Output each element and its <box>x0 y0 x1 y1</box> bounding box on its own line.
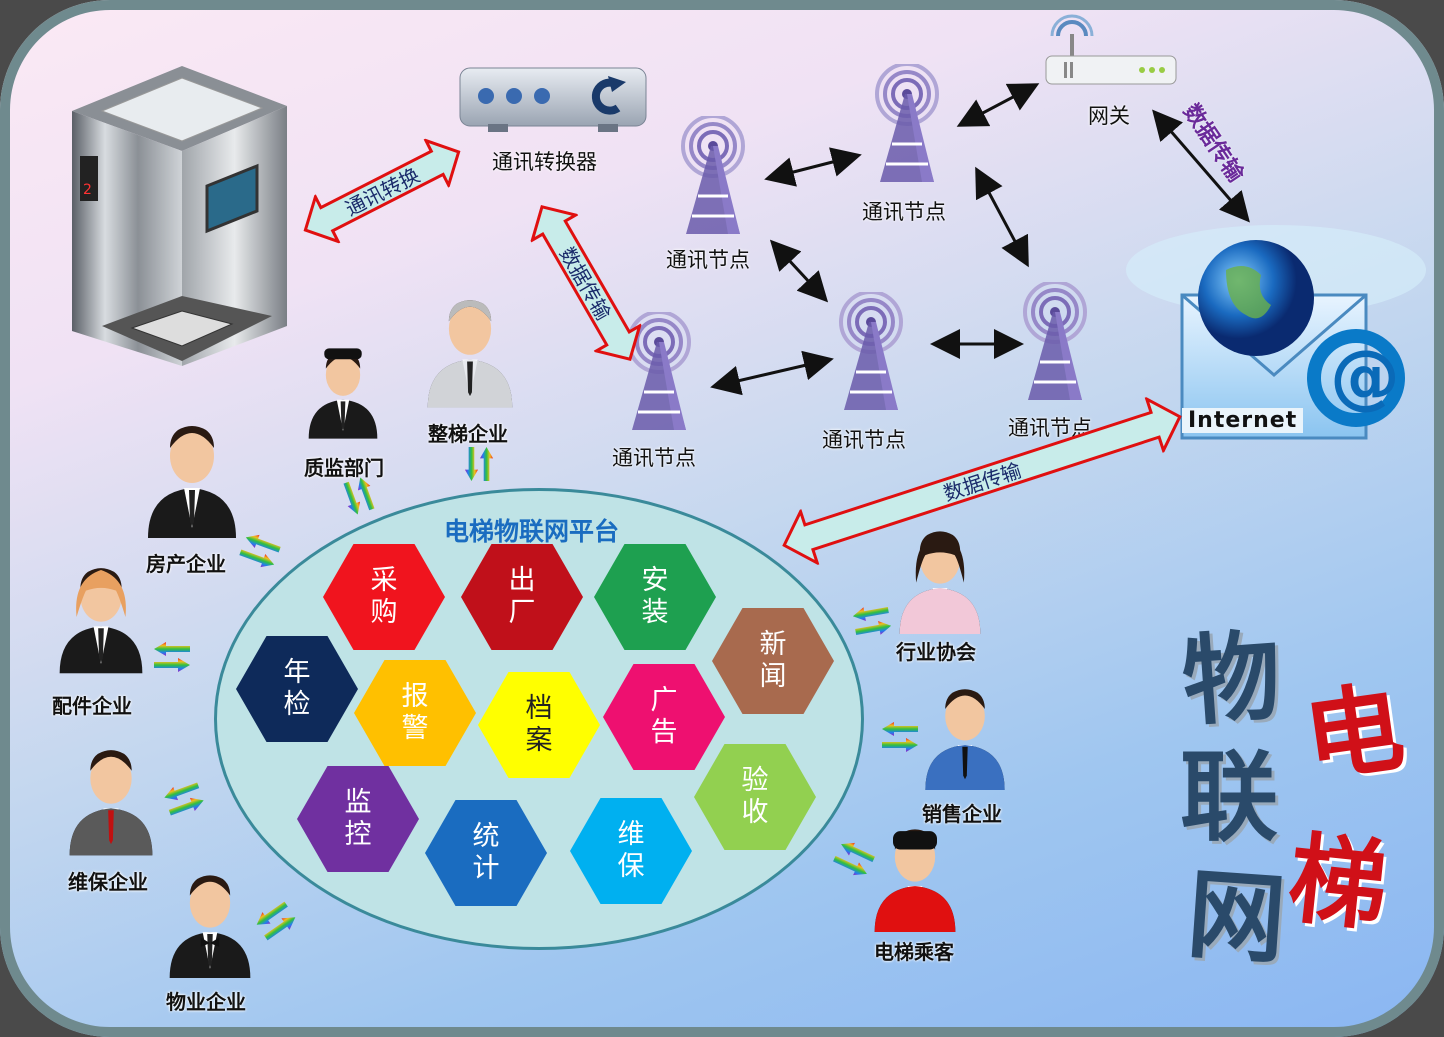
brand-char: 电 <box>1297 669 1411 798</box>
module-hex: 采购 <box>323 544 445 650</box>
gateway-label: 网关 <box>1088 104 1130 128</box>
converter-label: 通讯转换器 <box>492 150 597 174</box>
module-hex: 监控 <box>297 766 419 872</box>
parts-company-avatar <box>54 560 148 674</box>
exchange-arrow-icon <box>849 601 894 641</box>
node-label: 通讯节点 <box>822 428 906 452</box>
converter-icon <box>459 67 647 132</box>
comm-convert-arrow: 通讯转换 <box>291 127 472 255</box>
internet-globe-icon: @ <box>1126 225 1426 440</box>
node-label: 通讯节点 <box>612 446 696 470</box>
svg-text:@: @ <box>1330 335 1400 417</box>
brand-char: 联 <box>1180 740 1279 855</box>
real-estate-avatar <box>142 418 242 538</box>
data-transfer-arrow: 数据传输 <box>773 389 1190 574</box>
stakeholder-label: 行业协会 <box>896 640 976 664</box>
stakeholder-label: 整梯企业 <box>428 422 508 446</box>
stakeholder-label: 电梯乘客 <box>874 940 954 964</box>
sales-avatar <box>925 682 1005 790</box>
maintenance-avatar <box>69 742 153 856</box>
property-avatar <box>164 868 256 978</box>
stakeholder-label: 销售企业 <box>922 802 1002 826</box>
brand-char: 梯 <box>1283 821 1393 946</box>
stakeholder-label: 物业企业 <box>166 990 246 1014</box>
association-avatar <box>899 524 981 634</box>
brand-char: 网 <box>1183 856 1290 979</box>
stakeholder-label: 配件企业 <box>52 694 132 718</box>
quality-dept-avatar <box>304 348 382 440</box>
platform-title: 电梯物联网平台 <box>444 517 620 546</box>
exchange-arrow-icon <box>880 720 920 754</box>
gateway-icon <box>1045 14 1177 85</box>
exchange-arrow-icon <box>463 445 495 483</box>
node-label: 通讯节点 <box>666 248 750 272</box>
passenger-avatar <box>874 822 956 932</box>
stakeholder-label: 房产企业 <box>146 552 226 576</box>
svg-text:2: 2 <box>83 182 92 198</box>
node-label: 通讯节点 <box>862 200 946 224</box>
elevator-icon: 2 <box>72 66 287 366</box>
internet-label: Internet <box>1182 408 1304 433</box>
elevator-company-avatar <box>427 300 513 408</box>
module-hex: 报警 <box>354 660 476 766</box>
exchange-arrow-icon <box>152 640 192 674</box>
stakeholder-label: 维保企业 <box>68 870 148 894</box>
module-hex: 年检 <box>236 636 358 742</box>
stakeholder-label: 质监部门 <box>304 456 384 480</box>
data-transfer-arrow: 数据传输 <box>518 192 655 375</box>
